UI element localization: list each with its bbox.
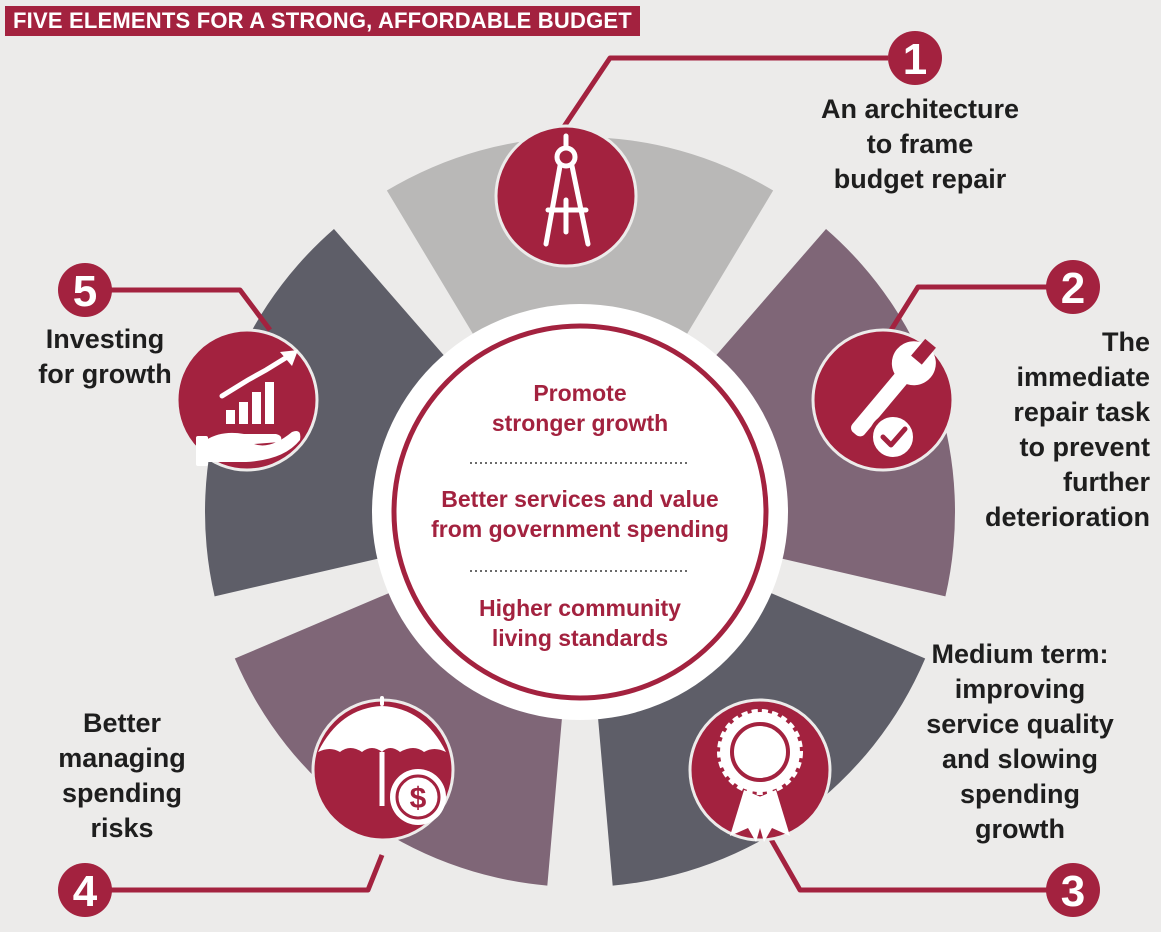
svg-text:$: $ <box>410 782 427 815</box>
caption-element-3: Medium term: improving service quality a… <box>926 639 1114 844</box>
element-1-icon-circle <box>494 124 638 268</box>
center-ring <box>391 323 769 701</box>
caption-element-5: Investing for growth <box>38 324 172 389</box>
center-circle <box>372 304 788 720</box>
compass-icon <box>543 133 591 247</box>
connector-element-5 <box>100 287 272 332</box>
center-statement-growth: Promote stronger growth <box>491 380 669 436</box>
number-badge-1: 1 <box>888 31 942 85</box>
award-ribbon-icon <box>717 709 803 842</box>
connector-element-3 <box>757 818 1048 893</box>
connector-element-2 <box>885 284 1048 337</box>
diagram-title: FIVE ELEMENTS FOR A STRONG, AFFORDABLE B… <box>5 6 640 36</box>
number-badge-label: 3 <box>1061 867 1085 916</box>
number-badge-label: 2 <box>1061 264 1085 313</box>
caption-element-2: The immediate repair task to prevent fur… <box>984 327 1150 532</box>
growth-hand-icon <box>196 350 301 466</box>
connector-element-4 <box>100 854 385 893</box>
number-badge-label: 1 <box>903 35 927 84</box>
number-badge-label: 5 <box>73 267 97 316</box>
number-badge-5: 5 <box>58 263 112 317</box>
umbrella-dollar-icon: $ <box>318 696 446 825</box>
number-badge-4: 4 <box>58 863 112 917</box>
element-5-icon-circle <box>175 328 319 472</box>
wrench-check-icon <box>851 338 936 461</box>
connector-element-1 <box>552 55 888 142</box>
center-statement-living-standards: Higher community living standards <box>479 595 681 651</box>
number-badge-label: 4 <box>73 867 98 916</box>
caption-element-4: Better managing spending risks <box>58 708 186 843</box>
number-badge-2: 2 <box>1046 260 1100 314</box>
center-statement-services: Better services and value from governmen… <box>431 486 729 542</box>
caption-element-1: An architecture to frame budget repair <box>820 94 1020 194</box>
number-badge-3: 3 <box>1046 863 1100 917</box>
